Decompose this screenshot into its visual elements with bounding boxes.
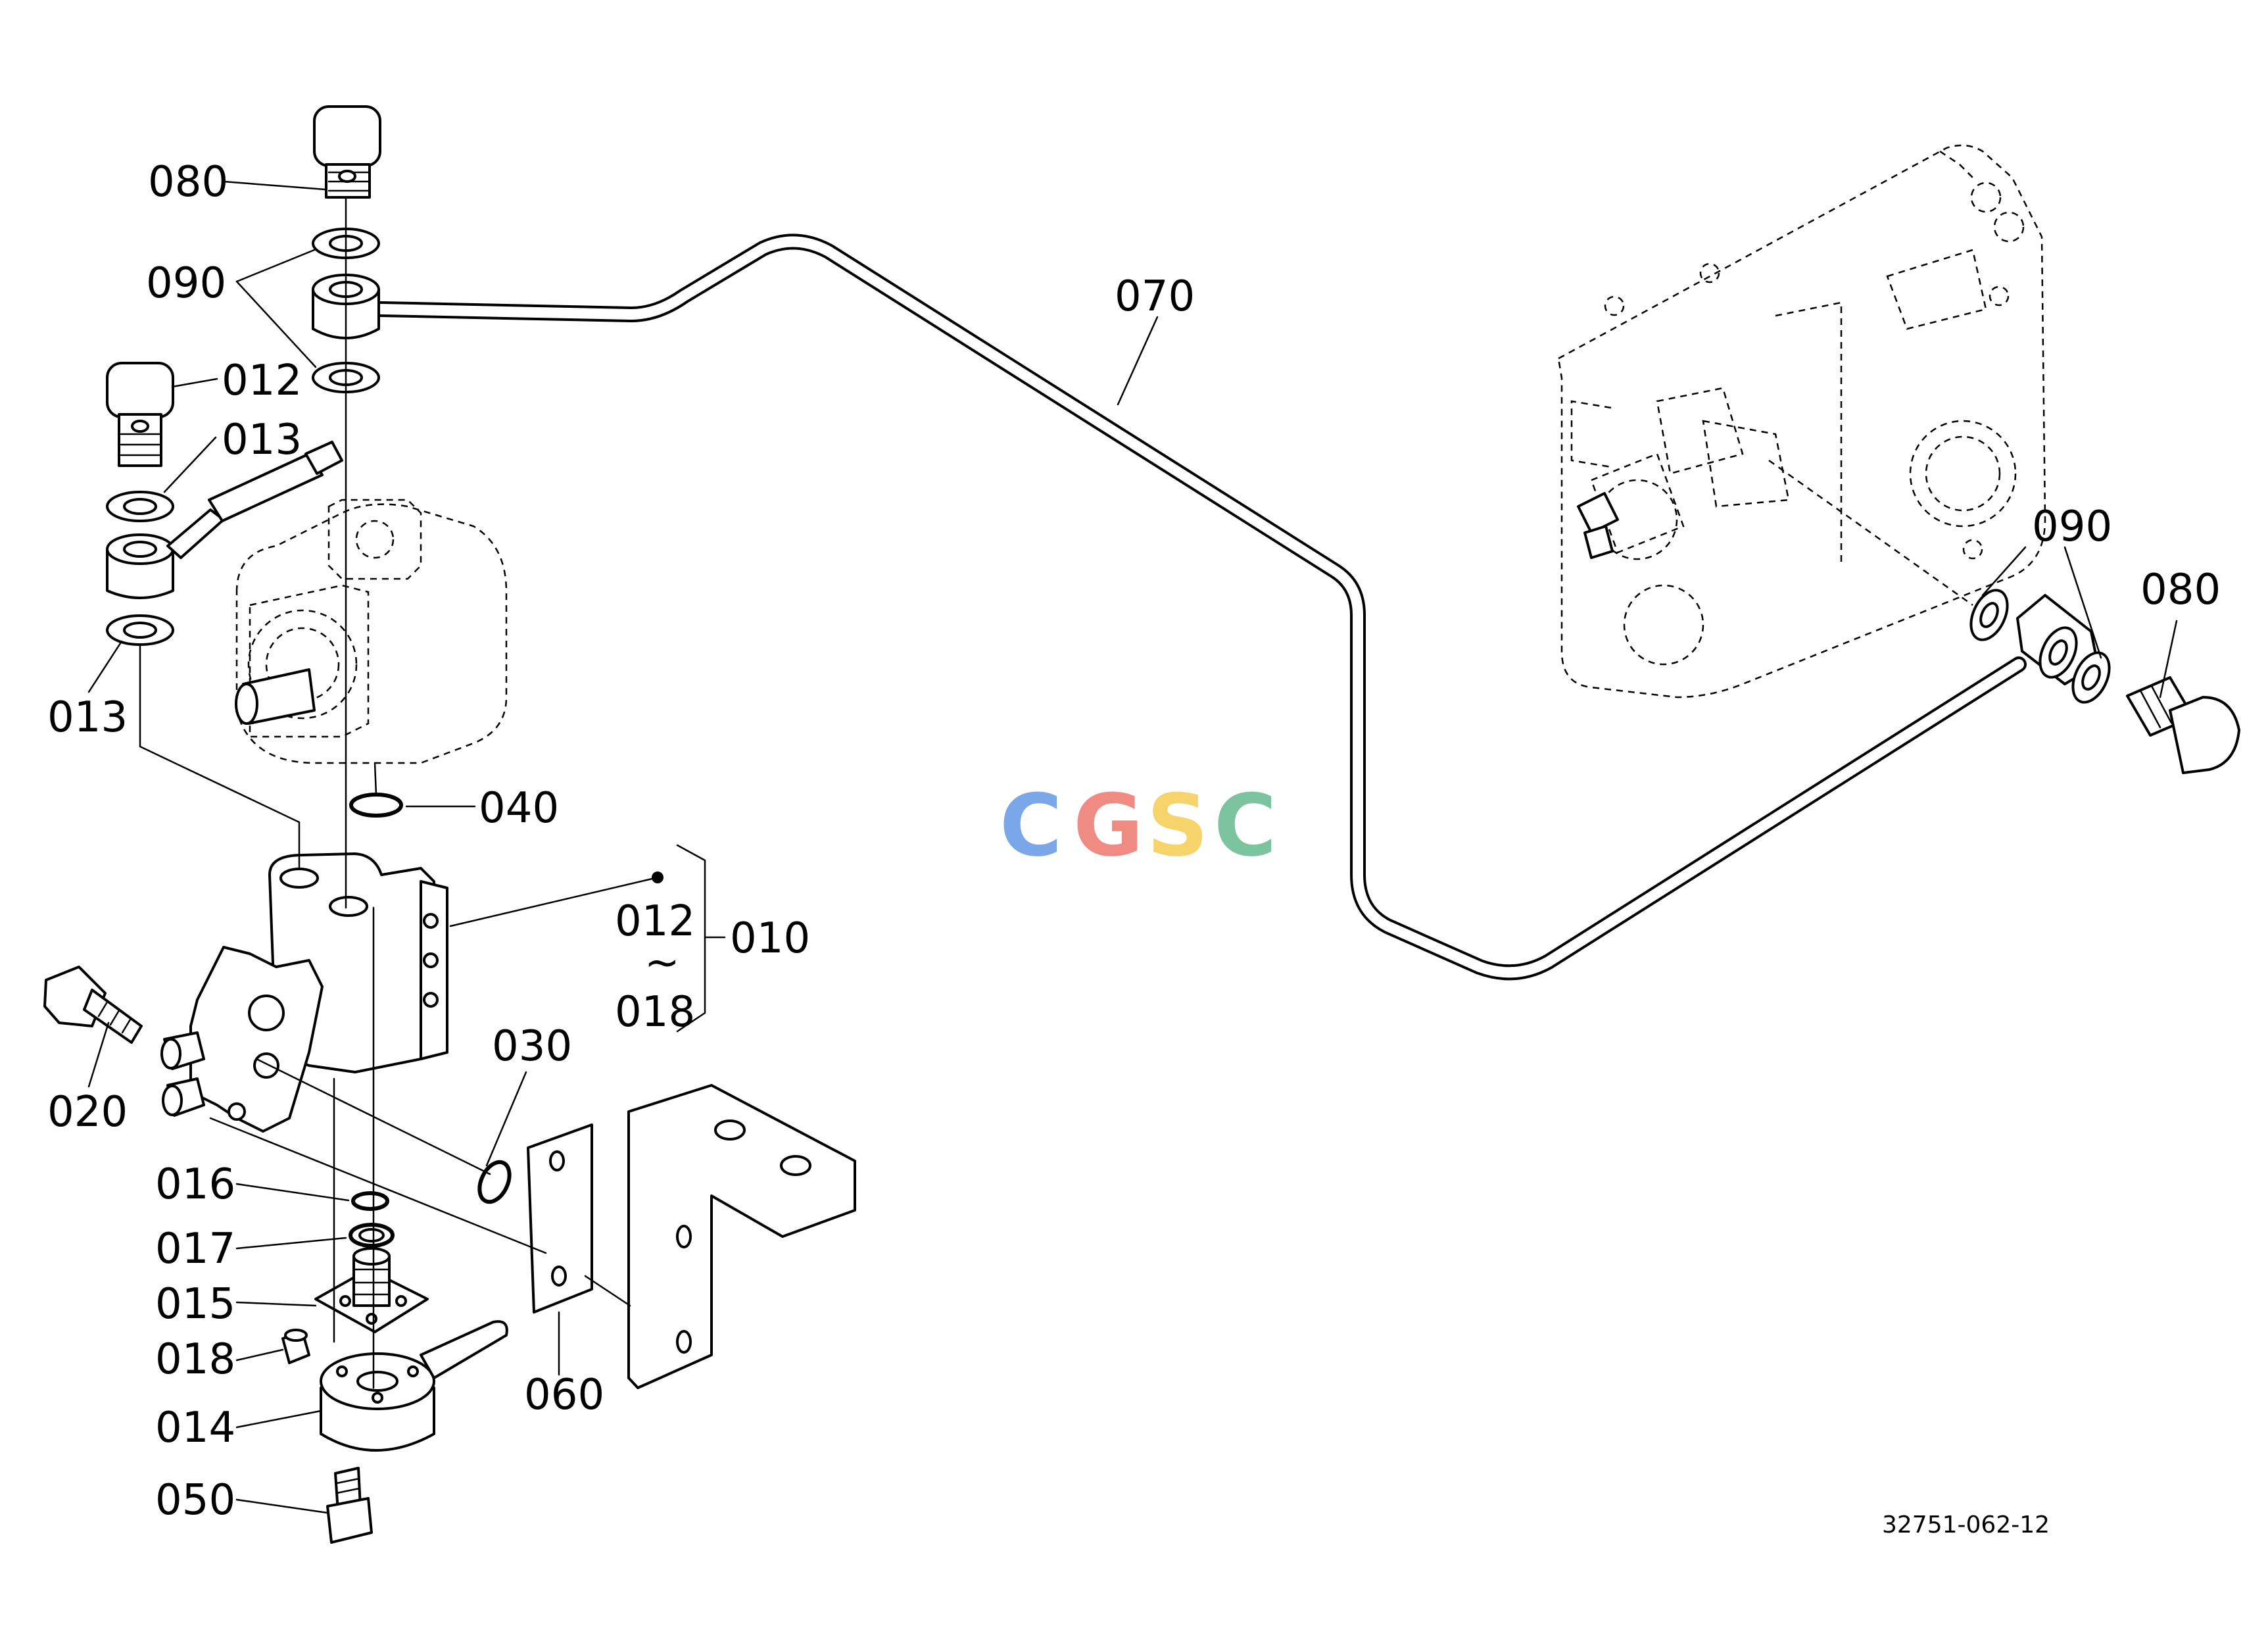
o-ring-016 [351, 1191, 389, 1211]
seal-017 [349, 1223, 395, 1248]
label-050: 050 [155, 1476, 235, 1525]
label-017: 017 [155, 1225, 235, 1273]
gear-pump-reference [235, 499, 508, 764]
plate-015 [314, 1247, 429, 1333]
label-range-sep: ~ [644, 939, 680, 987]
label-013-top: 013 [222, 416, 302, 464]
washer-013-bottom [106, 614, 174, 646]
label-010: 010 [730, 914, 810, 963]
drawing-reference-number: 32751-062-12 [1882, 1512, 2050, 1538]
pipe-070 [374, 234, 2027, 981]
mounting-bracket [627, 1084, 856, 1389]
watermark-logo: C G S C [1000, 775, 1276, 875]
washer-090-right-a [1969, 589, 2009, 641]
label-060: 060 [524, 1371, 604, 1419]
label-080-top: 080 [148, 158, 228, 207]
lever-housing-014 [320, 1320, 508, 1452]
banjo-bolt-012 [106, 362, 174, 467]
label-012: 012 [222, 356, 302, 405]
watermark-letter-2: G [1073, 775, 1144, 875]
label-018-range: 018 [615, 988, 695, 1037]
washer-013-top [106, 491, 174, 522]
assembly-lines [139, 196, 631, 1389]
fitting-020 [43, 966, 143, 1044]
bolt-050 [326, 1467, 373, 1544]
label-012-range: 012 [615, 897, 695, 946]
watermark-letter-3: S [1147, 775, 1209, 875]
label-018: 018 [155, 1335, 235, 1384]
banjo-bolt-080-right [2126, 676, 2240, 774]
label-030: 030 [492, 1022, 572, 1071]
label-013-bottom: 013 [47, 693, 128, 742]
gasket-plate-060 [527, 1123, 593, 1314]
label-015: 015 [155, 1280, 235, 1329]
banjo-bolt-080-top [313, 105, 381, 199]
label-070: 070 [1115, 272, 1195, 321]
part-labels: 080 090 012 013 013 040 070 090 080 012 … [47, 158, 2221, 1525]
o-ring-040 [349, 793, 403, 818]
label-014: 014 [155, 1404, 235, 1452]
valve-body-010 [160, 852, 448, 1133]
screw-018 [281, 1329, 310, 1364]
label-016: 016 [155, 1160, 235, 1209]
label-080-right: 080 [2140, 566, 2221, 614]
label-020: 020 [47, 1088, 128, 1137]
label-090-top: 090 [146, 259, 226, 308]
label-090-right: 090 [2032, 503, 2112, 551]
control-valve-reference [1557, 144, 2046, 699]
label-040: 040 [479, 784, 559, 833]
leader-lines [87, 180, 2178, 1514]
banjo-fitting-left [106, 441, 343, 599]
watermark-letter-1: C [1000, 775, 1062, 875]
watermark-letter-4: C [1214, 775, 1276, 875]
washer-090-right-b [2071, 651, 2111, 704]
o-ring-030 [477, 1160, 512, 1204]
